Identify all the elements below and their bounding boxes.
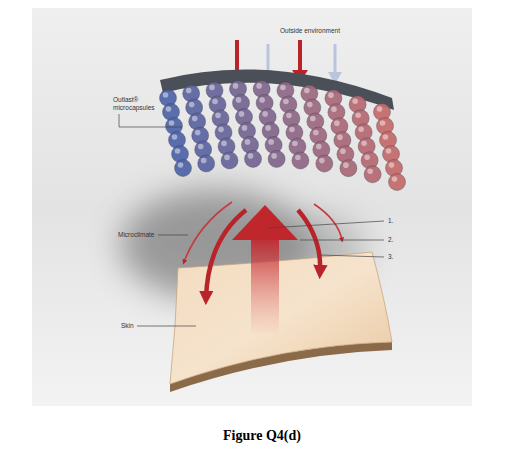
capsule-highlight (172, 134, 178, 140)
capsule-highlight (201, 158, 207, 164)
capsule-highlight (352, 99, 358, 105)
capsule-highlight (283, 99, 289, 105)
capsule-highlight (169, 120, 175, 126)
capsule-highlight (334, 120, 340, 126)
capsule-highlight (221, 141, 227, 147)
capsule-highlight (265, 125, 271, 131)
capsule-highlight (212, 99, 218, 105)
capsule-highlight (166, 106, 172, 112)
capsule-highlight (343, 162, 349, 168)
capsule-highlight (292, 141, 298, 147)
capsule-highlight (386, 148, 392, 154)
microcapsule (389, 174, 406, 191)
capsule-highlight (262, 111, 268, 117)
capsule-highlight (186, 88, 192, 94)
capsule-highlight (340, 148, 346, 154)
capsule-highlight (364, 155, 370, 161)
capsule-highlight (209, 85, 215, 91)
part-label: Outlast® microcapsules (113, 96, 159, 112)
capsule-highlight (304, 88, 310, 94)
capsule-highlight (310, 116, 316, 122)
capsule-highlight (271, 153, 277, 159)
capsule-highlight (319, 158, 325, 164)
capsule-highlight (392, 176, 398, 182)
capsule-highlight (245, 139, 251, 145)
capsule-highlight (233, 83, 239, 89)
capsule-highlight (307, 102, 313, 108)
leader-lines (119, 114, 384, 326)
capsule-highlight (192, 116, 198, 122)
skin-surface (170, 252, 392, 384)
capsule-highlight (337, 134, 343, 140)
capsule-highlight (215, 113, 221, 119)
capsule-highlight (248, 153, 254, 159)
capsule-highlight (178, 162, 184, 168)
callout-number: 2. (388, 236, 393, 244)
microcapsules (160, 80, 406, 190)
capsule-highlight (313, 130, 319, 136)
microcapsule (221, 152, 238, 169)
figure-caption: Figure Q4(d) (223, 428, 301, 444)
capsule-highlight (280, 85, 286, 91)
part-label: Outside environment (280, 27, 340, 35)
capsule-highlight (295, 155, 301, 161)
microcapsule (175, 160, 192, 177)
capsule-highlight (355, 113, 361, 119)
ground (32, 8, 472, 406)
capsule-highlight (361, 141, 367, 147)
microcapsule (245, 150, 262, 167)
capsule-highlight (316, 144, 322, 150)
capsule-highlight (377, 106, 383, 112)
capsule-highlight (239, 111, 245, 117)
capsule-highlight (358, 127, 364, 133)
microcapsule (198, 155, 215, 172)
capsule-highlight (195, 130, 201, 136)
capsule-highlight (163, 92, 169, 98)
capsule-highlight (389, 162, 395, 168)
part-label: Microclimate (118, 231, 154, 239)
capsule-highlight (242, 125, 248, 131)
capsule-highlight (198, 144, 204, 150)
capsule-highlight (286, 113, 292, 119)
capsule-highlight (328, 92, 334, 98)
callout-number: 3. (388, 253, 393, 261)
capsule-highlight (175, 148, 181, 154)
capsule-highlight (380, 120, 386, 126)
heat-arrows (184, 202, 342, 333)
capsule-highlight (259, 97, 265, 103)
capsule-highlight (268, 139, 274, 145)
part-label: Skin (121, 322, 134, 330)
capsule-highlight (289, 127, 295, 133)
capsule-highlight (256, 83, 262, 89)
callout-number: 1. (388, 217, 393, 225)
microcapsule (340, 160, 357, 177)
microcapsule (316, 155, 333, 172)
microcapsule (292, 152, 309, 169)
capsule-highlight (189, 102, 195, 108)
capsule-highlight (224, 155, 230, 161)
capsule-highlight (367, 169, 373, 175)
microcapsule (268, 150, 285, 167)
capsule-highlight (236, 97, 242, 103)
capsule-highlight (218, 127, 224, 133)
microcapsule (364, 166, 381, 183)
capsule-highlight (383, 134, 389, 140)
capsule-highlight (331, 106, 337, 112)
